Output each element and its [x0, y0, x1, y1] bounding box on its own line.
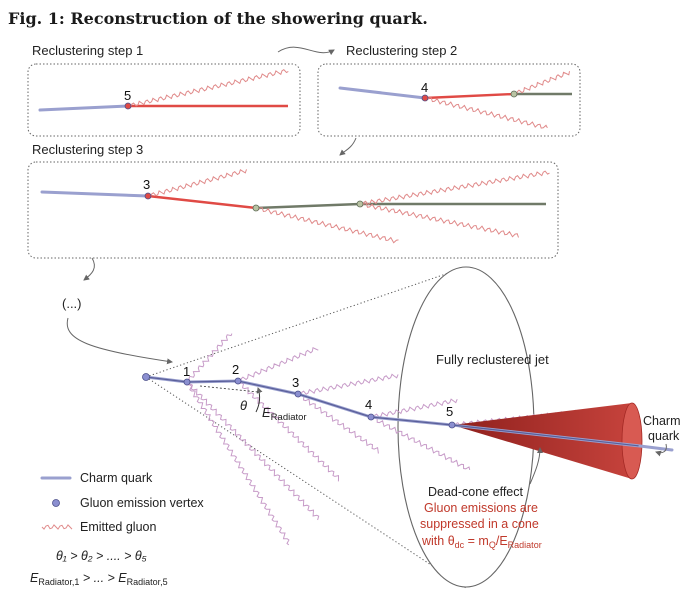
gluon-v1-up [186, 333, 233, 383]
arrow-step3-to-ellipsis [83, 257, 95, 281]
eo-sub2: Radiator,5 [127, 577, 168, 587]
dead-cone-pointer [529, 447, 543, 485]
panel-reclustering-step-1: Reclustering step 1 5 [27, 43, 301, 137]
legend-vertex-swatch [52, 499, 60, 507]
panel-2-box [317, 63, 581, 137]
panel-3-radiator [147, 194, 257, 210]
projection-line-top [145, 266, 467, 378]
panel-2-label: Reclustering step 2 [346, 43, 457, 58]
vertex-2 [234, 377, 242, 385]
eo-prefix: E [30, 571, 39, 585]
panel-3-label: Reclustering step 3 [32, 142, 143, 157]
main-jet-diagram: Fully reclustered jet 1 2 3 4 5 [142, 266, 681, 589]
panel-3-gluon-c [359, 170, 550, 207]
legend-energy-order: ERadiator,1 > ... > ERadiator,5 [30, 571, 168, 587]
figure-title: Fig. 1: Reconstruction of the showering … [8, 9, 428, 28]
panel-1-vertex [124, 102, 132, 110]
gluon-v1-down-a [186, 381, 320, 521]
dead-cone-cap [621, 402, 643, 480]
panel-3-quark [40, 190, 150, 198]
legend-vertex: Gluon emission vertex [80, 496, 204, 510]
dc-slash: /E [496, 534, 508, 548]
vertex-origin [142, 373, 150, 381]
eo-mid: > ... > E [79, 571, 127, 585]
gluon-v3-up [297, 373, 399, 397]
dead-cone-formula: with θdc = mQ/ERadiator [421, 534, 542, 550]
vertex-3 [294, 390, 302, 398]
theta-label: θ [240, 398, 247, 413]
panel-reclustering-step-3: Reclustering step 3 3 [27, 142, 559, 259]
gluon-v2-down [237, 380, 339, 482]
gluon-v2-up [237, 346, 319, 383]
charm-quark-pointer [655, 443, 667, 457]
panel-3-gluon-b [255, 207, 399, 244]
theta-reference-line [199, 385, 259, 393]
panel-2-radiator [424, 92, 515, 100]
dc-with: with θ [421, 534, 455, 548]
panel-3-gluon-a [147, 169, 247, 199]
vertex-5 [448, 421, 456, 429]
jet-label: Fully reclustered jet [436, 352, 549, 367]
main-charm-quark-exit [638, 444, 674, 452]
panel-3-gluon-d [359, 202, 519, 238]
legend-gluon: Emitted gluon [80, 520, 156, 534]
arrow-step2-to-step3 [339, 137, 357, 156]
arrow-step1-to-step2 [277, 46, 335, 56]
legend: Charm quark Gluon emission vertex Emitte… [30, 471, 204, 587]
panel-1-label: Reclustering step 1 [32, 43, 143, 58]
dc-eq: = m [464, 534, 489, 548]
panel-2-gluon-upper [513, 71, 570, 97]
panel-2-vertex-clustered [510, 90, 518, 98]
gluon-v4-down [370, 416, 471, 471]
charm-quark-label-1: Charm [643, 414, 681, 428]
panel-2-gluon-lower [424, 97, 548, 129]
theta-arc [255, 387, 263, 413]
gluon-v3-down [297, 393, 379, 454]
panel-2-quark [338, 86, 427, 100]
panel-1-gluon [127, 68, 289, 109]
panel-1-vertex-label: 5 [124, 88, 131, 103]
charm-quark-label-2: quark [648, 429, 680, 443]
panel-3-vertex-label: 3 [143, 177, 150, 192]
dc-rad: Radiator [508, 540, 542, 550]
dead-cone-line-1: Gluon emissions are [424, 501, 538, 515]
vertex-5-label: 5 [446, 404, 453, 419]
legend-gluon-swatch [41, 524, 73, 530]
panel-2-vertex-label: 4 [421, 80, 428, 95]
gluon-v4-up [370, 398, 458, 420]
dead-cone-line-2: suppressed in a cone [420, 517, 539, 531]
vertex-1-label: 1 [183, 364, 190, 379]
energy-main: E [262, 405, 271, 420]
legend-theta-order: θ₁ > θ₂ > .... > θ₅ [56, 549, 147, 563]
energy-radiator-label: ERadiator [262, 405, 307, 423]
panel-1-quark [38, 104, 130, 112]
arrow-ellipsis-to-main [66, 317, 173, 365]
eo-sub1: Radiator,1 [38, 577, 79, 587]
legend-charm-quark: Charm quark [80, 471, 153, 485]
vertex-2-label: 2 [232, 362, 239, 377]
gluon-v1-down-b [185, 381, 290, 546]
vertex-1 [183, 378, 191, 386]
panel-3-box [27, 161, 559, 259]
energy-sub: Radiator [271, 412, 307, 423]
panel-2-vertex-hot [421, 94, 429, 102]
panel-3-clustered-a [255, 202, 361, 210]
panel-3-vertex-hot [144, 192, 152, 200]
dead-cone [452, 403, 642, 479]
projection-line-bottom [145, 376, 467, 589]
dc-q: Q [489, 540, 496, 550]
dc-sub: dc [455, 540, 465, 550]
vertex-4-label: 4 [365, 397, 372, 412]
vertex-4 [367, 413, 375, 421]
panel-3-vertex-clustered-b [356, 200, 364, 208]
vertex-3-label: 3 [292, 375, 299, 390]
panel-reclustering-step-2: Reclustering step 2 4 [317, 43, 581, 137]
dead-cone-title: Dead-cone effect [428, 485, 523, 499]
panel-3-vertex-clustered-a [252, 204, 260, 212]
ellipsis-label: (...) [62, 296, 82, 311]
